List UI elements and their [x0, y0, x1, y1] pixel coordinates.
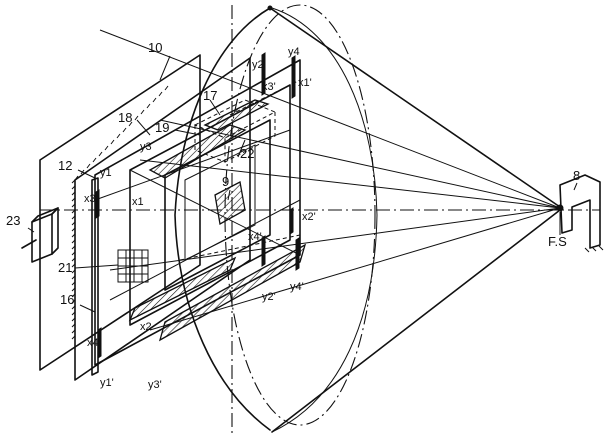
leader-22: [237, 139, 246, 158]
label-y3: y3: [140, 141, 152, 153]
bar-y2: [261, 52, 266, 96]
label-x2: x2: [140, 321, 152, 333]
label-y4p: y4': [290, 281, 304, 293]
label-23: 23: [6, 213, 20, 228]
label-18: 18: [118, 110, 132, 125]
jaw-center: [214, 181, 246, 226]
inner-frame: [164, 119, 271, 291]
label-12: 12: [58, 158, 72, 173]
left-plate-y1: [91, 177, 99, 376]
middle-frame: [129, 84, 291, 326]
label-x4p: x4': [248, 231, 262, 243]
bar-x2p: [289, 207, 294, 235]
leader-18: [136, 119, 151, 136]
ray-1: [99, 29, 561, 209]
bracket-8-base: [584, 245, 604, 253]
leader-9: [227, 189, 231, 201]
label-y2: y2: [252, 59, 264, 71]
label-y3p: y3': [148, 379, 162, 391]
label-y1p: y1': [100, 377, 114, 389]
link-2: [94, 129, 291, 201]
label-21: 21: [58, 260, 72, 275]
link-4: [229, 79, 301, 116]
label-x4: x4: [87, 337, 99, 349]
projection-ellipse: [224, 4, 376, 426]
ellipse-left-arc: [174, 7, 271, 431]
label-17: 17: [203, 88, 217, 103]
label-9: 9: [222, 174, 229, 189]
plate-16-left-serration: [71, 179, 76, 340]
box-23: [31, 213, 53, 263]
leader-16: [79, 304, 96, 313]
jaw-bottom: [158, 243, 307, 342]
leader-10: [159, 55, 171, 81]
label-y2p: y2': [262, 291, 276, 303]
box-17-side: [224, 112, 276, 163]
ellipse-right-arc: [271, 7, 378, 433]
jaw-top-right: [203, 99, 270, 131]
box-23-side: [51, 207, 59, 255]
link-1: [129, 169, 301, 256]
link-3: [109, 199, 301, 301]
leader-23: [27, 227, 35, 233]
leader-12: [77, 169, 96, 179]
ray-4: [149, 207, 561, 331]
leader-19: [174, 129, 201, 136]
leader-21: [74, 264, 119, 269]
label-x1p: x1': [298, 77, 312, 89]
ray-3: [109, 207, 561, 271]
focal-spot: [556, 204, 564, 212]
label-10: 10: [148, 40, 162, 55]
label-x1: x1: [132, 196, 144, 208]
label-22: 22: [240, 146, 254, 161]
plate-12: [39, 54, 201, 371]
label-fs: F.S: [548, 234, 567, 249]
link-5: [179, 234, 301, 261]
label-x3: x3: [84, 193, 96, 205]
leader-17: [209, 99, 221, 116]
mesh-21: [117, 249, 149, 283]
box-23-arrow: [21, 239, 37, 249]
bar-x4: [261, 235, 266, 267]
label-x2p: x2': [302, 211, 316, 223]
jaw-top: [148, 124, 247, 179]
cone-bottom-line: [271, 209, 561, 433]
label-y1: y1: [100, 167, 112, 179]
bracket-8: [559, 174, 601, 249]
jaw-bottom-left: [128, 256, 237, 322]
label-x3p: x3': [262, 81, 276, 93]
plate-16: [74, 57, 251, 381]
label-16: 16: [60, 292, 74, 307]
label-y4: y4: [288, 46, 300, 58]
leader-8: [573, 182, 578, 191]
cone-top-line: [269, 7, 561, 208]
bar-y4: [291, 55, 296, 99]
label-8: 8: [573, 168, 580, 183]
inner-window: [184, 144, 256, 261]
label-19: 19: [155, 120, 169, 135]
